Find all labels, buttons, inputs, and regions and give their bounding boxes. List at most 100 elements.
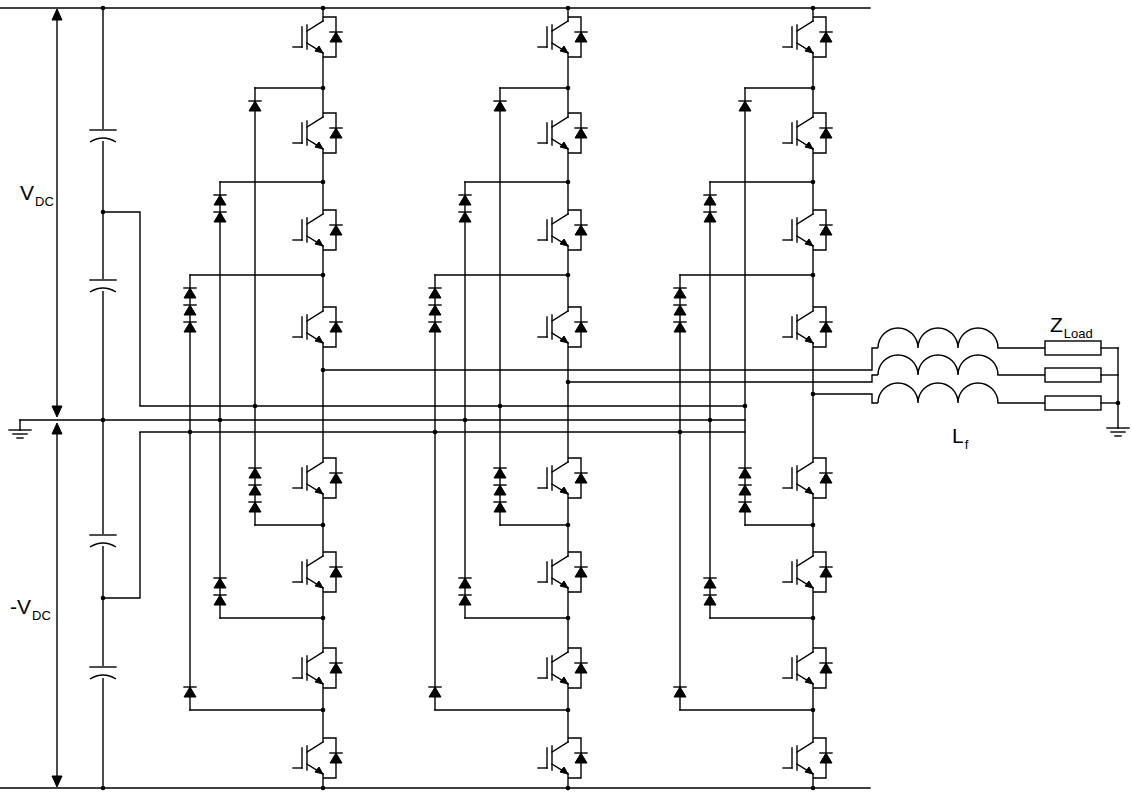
diode-symbol [739,101,751,111]
diode-symbol [820,566,832,567]
diode-symbol [214,577,226,578]
leg-wire [567,343,568,462]
diode-symbol [429,304,441,305]
igbt-symbol [306,315,307,339]
igbt-symbol [796,218,797,242]
clamp-node-wire [745,524,813,525]
junction-dot [811,6,816,11]
igbt-symbol [796,121,797,145]
diode-symbol [330,566,342,567]
clamp-node-wire [255,87,323,88]
igbt-symbol [791,562,792,582]
diode-symbol [704,194,716,195]
igbt-symbol [551,25,552,49]
diode-symbol [494,100,506,101]
igbt-symbol [307,311,323,321]
diode-symbol [575,225,587,235]
igbt-symbol [552,311,568,321]
capacitor-symbol [90,534,116,535]
diode-symbol [494,485,506,495]
diode-symbol [704,212,716,222]
igbt-symbol [307,674,323,684]
diode-symbol [575,322,587,332]
diode-symbol [214,195,226,205]
diode-symbol [214,595,226,605]
diode-symbol [184,322,196,332]
junction-dot [743,404,748,409]
clamp-node-wire [680,274,813,275]
clamp-column-wire [499,88,500,525]
diode-symbol [184,287,196,288]
igbt-symbol [538,487,547,488]
igbt-symbol [538,239,547,240]
igbt-symbol [797,117,813,127]
diode-symbol [674,305,686,315]
igbt-symbol [552,333,568,343]
igbt-symbol [307,578,323,588]
diode-symbol [820,321,832,322]
igbt-symbol [306,25,307,49]
junction-dot [463,418,468,423]
igbt-symbol [307,742,323,752]
junction-dot [321,708,326,713]
capacitor-gap [89,534,117,546]
igbt-symbol [805,239,813,246]
diode-symbol [459,195,471,205]
junction-dot [218,418,223,423]
igbt-symbol [307,236,323,246]
diode-symbol [330,752,342,753]
clamp-column-wire [254,88,255,525]
diode-symbol [330,753,342,763]
diode-symbol [575,662,587,663]
igbt-symbol [797,462,813,472]
junction-dot [566,180,571,185]
diode-symbol [184,305,196,315]
igbt-symbol [552,21,568,31]
diode-symbol [575,753,587,763]
igbt-symbol [805,581,813,588]
diode-symbol [330,127,342,128]
capacitor-symbol [90,129,116,130]
igbt-symbol [791,220,792,240]
igbt-symbol [805,46,813,53]
diode-symbol [575,321,587,322]
junction-dot [811,523,816,528]
voltage-arrow [52,9,62,20]
igbt-symbol [306,121,307,145]
igbt-symbol [551,746,552,770]
igbt-symbol [552,43,568,53]
igbt-symbol [307,556,323,566]
output-wire [323,348,878,370]
diode-symbol [820,32,832,42]
diode-symbol [575,566,587,567]
diode-symbol [820,31,832,32]
igbt-symbol [301,748,302,768]
diode-symbol [214,211,226,212]
igbt-symbol [796,466,797,490]
igbt-symbol [551,315,552,339]
junction-dot [811,708,816,713]
diode-symbol [820,127,832,128]
diode-symbol [674,288,686,298]
diode-symbol [429,287,441,288]
diode-symbol [820,662,832,663]
output-wire [998,347,1045,348]
igbt-symbol [546,748,547,768]
voltage-arrow [52,423,62,434]
igbt-symbol [551,466,552,490]
junction-dot [566,523,571,528]
junction-dot [566,6,571,11]
igbt-symbol [306,466,307,490]
junction-dot [811,616,816,621]
igbt-symbol [797,484,813,494]
ground-symbol [9,429,31,430]
igbt-symbol [560,142,568,149]
igbt-symbol [301,658,302,678]
inductor-symbol [878,328,998,348]
diode-symbol [820,567,832,577]
diode-symbol [459,194,471,195]
ground-symbol [1107,427,1129,428]
igbt-symbol [293,142,302,143]
igbt-symbol [538,336,547,337]
